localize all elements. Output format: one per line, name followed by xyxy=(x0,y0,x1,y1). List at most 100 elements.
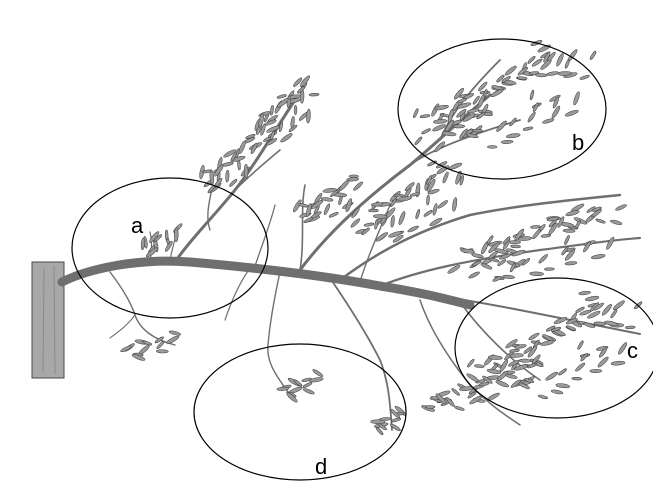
branch xyxy=(255,205,275,266)
leaf xyxy=(565,261,577,266)
region-c-label: c xyxy=(627,338,638,363)
leaf xyxy=(530,225,540,229)
branch xyxy=(110,315,135,338)
leaf xyxy=(528,332,540,341)
leaf xyxy=(540,339,555,346)
leaf xyxy=(511,245,521,248)
leaf xyxy=(501,140,513,144)
leaf xyxy=(338,179,350,192)
leaf xyxy=(583,322,595,329)
leaf xyxy=(410,192,420,197)
leaf xyxy=(237,160,241,170)
leaf xyxy=(509,349,519,353)
foliage xyxy=(120,39,643,435)
leaf xyxy=(530,272,544,276)
leaf xyxy=(423,209,433,217)
leaf xyxy=(610,309,618,319)
leaf xyxy=(302,382,312,389)
branch xyxy=(208,188,212,230)
leaf xyxy=(544,268,554,271)
leaf xyxy=(473,129,483,132)
leaf xyxy=(270,105,274,115)
region-d-outline xyxy=(194,344,406,480)
leaf xyxy=(527,111,537,123)
leaf xyxy=(506,133,520,139)
leaf xyxy=(368,209,378,212)
leaf xyxy=(535,73,547,77)
leaf xyxy=(303,388,315,396)
leaf xyxy=(394,194,404,197)
leaf xyxy=(546,71,558,76)
leaf xyxy=(495,379,509,388)
leaf xyxy=(412,108,419,118)
leaf xyxy=(238,140,247,154)
leaf xyxy=(545,371,559,382)
leaf xyxy=(309,93,319,96)
leaf xyxy=(165,230,168,240)
leaf xyxy=(572,377,582,380)
branch xyxy=(300,185,305,270)
leaf xyxy=(595,218,605,224)
leaf xyxy=(414,136,423,145)
leaf xyxy=(538,253,549,264)
leaf xyxy=(564,235,571,245)
leaf xyxy=(612,299,625,311)
leaf xyxy=(474,364,484,368)
region-b-label: b xyxy=(572,130,584,155)
branch xyxy=(460,302,540,380)
leaf xyxy=(565,109,579,117)
leaf xyxy=(579,75,589,81)
leaf xyxy=(390,215,395,227)
leaf xyxy=(551,105,562,119)
leaf xyxy=(141,238,145,250)
leaf xyxy=(468,271,480,279)
leaf xyxy=(448,162,462,171)
leaf xyxy=(542,118,554,125)
leaf xyxy=(244,164,248,178)
leaf xyxy=(529,90,534,100)
leaf xyxy=(169,330,181,336)
leaf xyxy=(437,199,449,209)
leaf xyxy=(504,65,517,77)
leaf xyxy=(605,236,615,250)
leaf xyxy=(625,326,635,329)
leaf xyxy=(280,132,294,143)
leaf xyxy=(442,171,450,183)
leaf xyxy=(225,170,229,182)
leaf xyxy=(541,234,551,238)
leaf xyxy=(611,361,625,366)
leaf xyxy=(433,119,447,124)
leaf xyxy=(497,259,507,267)
leaf xyxy=(467,358,475,368)
region-a-label: a xyxy=(131,213,144,238)
leaf xyxy=(551,389,563,395)
leaf xyxy=(563,229,575,233)
leaf xyxy=(364,222,374,226)
leaf xyxy=(585,295,599,302)
leaf xyxy=(610,219,622,225)
leaf xyxy=(615,203,627,211)
leaf xyxy=(432,203,438,215)
leaf xyxy=(374,219,379,229)
leaf xyxy=(523,126,533,131)
branch xyxy=(330,278,392,430)
leaf xyxy=(487,368,501,374)
branch xyxy=(225,268,250,320)
leaf xyxy=(454,406,464,411)
leaf xyxy=(420,114,430,118)
leaf xyxy=(421,128,431,135)
leaf xyxy=(487,146,497,149)
leaf xyxy=(156,349,168,353)
leaf xyxy=(166,335,180,345)
leaf xyxy=(426,195,430,205)
leaf xyxy=(142,340,152,346)
leaf xyxy=(391,417,401,422)
leaf xyxy=(558,368,568,376)
leaf xyxy=(589,50,597,60)
leaf xyxy=(174,228,178,242)
leaf xyxy=(415,209,421,219)
region-b-outline xyxy=(398,39,606,179)
leaf xyxy=(407,225,419,233)
leaf xyxy=(312,368,324,377)
